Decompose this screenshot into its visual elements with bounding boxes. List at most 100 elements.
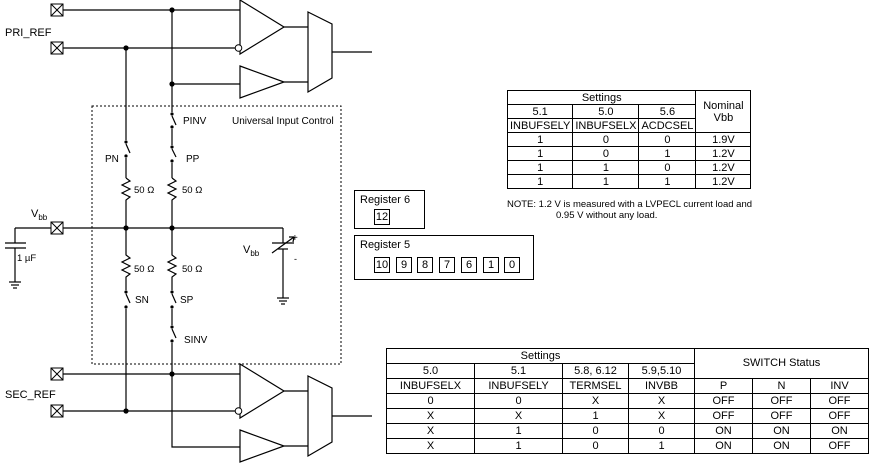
buffer-pri <box>234 0 286 56</box>
register6-title: Register 6 <box>360 194 411 206</box>
cell: 1.2V <box>695 146 752 161</box>
cell: X <box>628 393 695 409</box>
vbb-source-minus: - <box>294 254 297 264</box>
pin-vbb <box>50 221 64 235</box>
table-row: 1 0 1 1.2V <box>506 146 752 161</box>
pin-sec-1 <box>50 367 64 381</box>
cell: X <box>628 408 695 424</box>
label-sinv: SINV <box>184 335 208 346</box>
name-header: P <box>694 378 753 394</box>
cell: ON <box>694 438 753 454</box>
label-pri-ref: PRI_REF <box>5 27 52 39</box>
table-row: INBUFSELY INBUFSELX ACDCSEL <box>506 118 751 133</box>
buffer-sec-inv <box>239 429 286 463</box>
label-sec-ref: SEC_REF <box>5 389 56 401</box>
buffer-sec <box>234 362 286 420</box>
register5-bit: 8 <box>417 257 433 273</box>
cell: 1.2V <box>695 174 752 189</box>
universal-input-control-box <box>91 105 342 365</box>
buffer-pri-inv <box>239 65 286 99</box>
table-row: X 1 0 1 ON ON OFF <box>386 438 869 454</box>
cell: 1 <box>572 174 640 189</box>
cell: 0 <box>562 423 629 439</box>
name-header: INBUFSELY <box>506 118 574 133</box>
header-nominal-vbb: Nominal Vbb <box>695 90 752 133</box>
mux-pri <box>307 11 333 94</box>
name-header: INV <box>810 378 869 394</box>
name-header: INBUFSELX <box>572 118 640 133</box>
register5-bit: 10 <box>374 257 390 273</box>
cell: 1 <box>474 438 563 454</box>
label-sp: SP <box>180 295 194 306</box>
cap-label: 1 µF <box>17 253 36 264</box>
name-header: N <box>752 378 811 394</box>
uic-label: Universal Input Control <box>232 116 334 127</box>
label-pinv: PINV <box>183 116 207 127</box>
cell: OFF <box>694 393 753 409</box>
cell: 1 <box>506 132 574 147</box>
note-line1: NOTE: 1.2 V is measured with a LVPECL cu… <box>507 199 753 210</box>
cell: 0 <box>562 438 629 454</box>
cell: 0 <box>572 146 640 161</box>
note-line2: 0.95 V without any load. <box>556 210 658 221</box>
res-bot-right-label: 50 Ω <box>182 264 202 275</box>
cell: OFF <box>694 408 753 424</box>
res-top-right-label: 50 Ω <box>182 185 202 196</box>
cell: X <box>474 408 563 424</box>
cell: ON <box>810 423 869 439</box>
cell: 1 <box>572 160 640 175</box>
cell: 1 <box>506 146 574 161</box>
register6-bit: 12 <box>374 209 390 225</box>
name-header: INBUFSELX <box>386 378 475 394</box>
vbb-settings-table: Settings Nominal Vbb 5.1 5.0 5.6 INBUFSE… <box>506 90 752 189</box>
cell: 0 <box>386 393 475 409</box>
vbb-note: NOTE: 1.2 V is measured with a LVPECL cu… <box>507 199 752 221</box>
bit-header: 5.6 <box>638 104 697 119</box>
name-header: INBUFSELY <box>474 378 563 394</box>
register5-bit: 7 <box>439 257 455 273</box>
vbb-source-label: Vbb <box>243 244 260 258</box>
header-nominal: Nominal <box>703 99 744 112</box>
label-vbb: Vbb <box>31 208 48 222</box>
vbb-source-plus: + <box>292 233 298 244</box>
cell: 0 <box>638 160 697 175</box>
bit-header: 5.0 <box>386 363 475 379</box>
table-row: X 1 0 0 ON ON ON <box>386 423 869 439</box>
bit-header: 5.1 <box>506 104 574 119</box>
table-row: X X 1 X OFF OFF OFF <box>386 408 869 424</box>
cell: 0 <box>628 423 695 439</box>
register5-bit: 0 <box>504 257 520 273</box>
cell: OFF <box>752 393 811 409</box>
name-header: INVBB <box>628 378 695 394</box>
pin-top-1 <box>50 3 64 17</box>
table-row: INBUFSELX INBUFSELY TERMSEL INVBB P N IN… <box>386 378 869 394</box>
name-header: TERMSEL <box>562 378 629 394</box>
table-row: 1 0 0 1.9V <box>506 132 752 147</box>
cell: X <box>386 408 475 424</box>
cell: ON <box>752 438 811 454</box>
cell: X <box>386 438 475 454</box>
cell: OFF <box>752 408 811 424</box>
table-row: 1 1 0 1.2V <box>506 160 752 175</box>
cell: 1 <box>506 160 574 175</box>
register5-box: Register 5 10 9 8 7 6 1 0 <box>354 235 534 280</box>
resistor-bot-left <box>120 228 132 290</box>
capacitor-1uf <box>5 228 26 289</box>
table-row: 1 1 1 1.2V <box>506 174 752 189</box>
cell: 1.9V <box>695 132 752 147</box>
vbb-source <box>271 228 295 305</box>
cell: OFF <box>810 408 869 424</box>
register5-bit: 6 <box>461 257 477 273</box>
bit-header: 5.0 <box>572 104 640 119</box>
cell: X <box>562 393 629 409</box>
switch-status-table: Settings SWITCH Status 5.0 5.1 5.8, 6.12… <box>386 348 869 454</box>
resistor-bot-right <box>166 228 178 290</box>
register5-bit: 1 <box>483 257 499 273</box>
mux-sec <box>307 375 333 458</box>
cell: OFF <box>810 438 869 454</box>
res-top-left-label: 50 Ω <box>134 185 154 196</box>
cell: 1 <box>638 146 697 161</box>
cell: 1 <box>562 408 629 424</box>
bit-header: 5.1 <box>474 363 563 379</box>
